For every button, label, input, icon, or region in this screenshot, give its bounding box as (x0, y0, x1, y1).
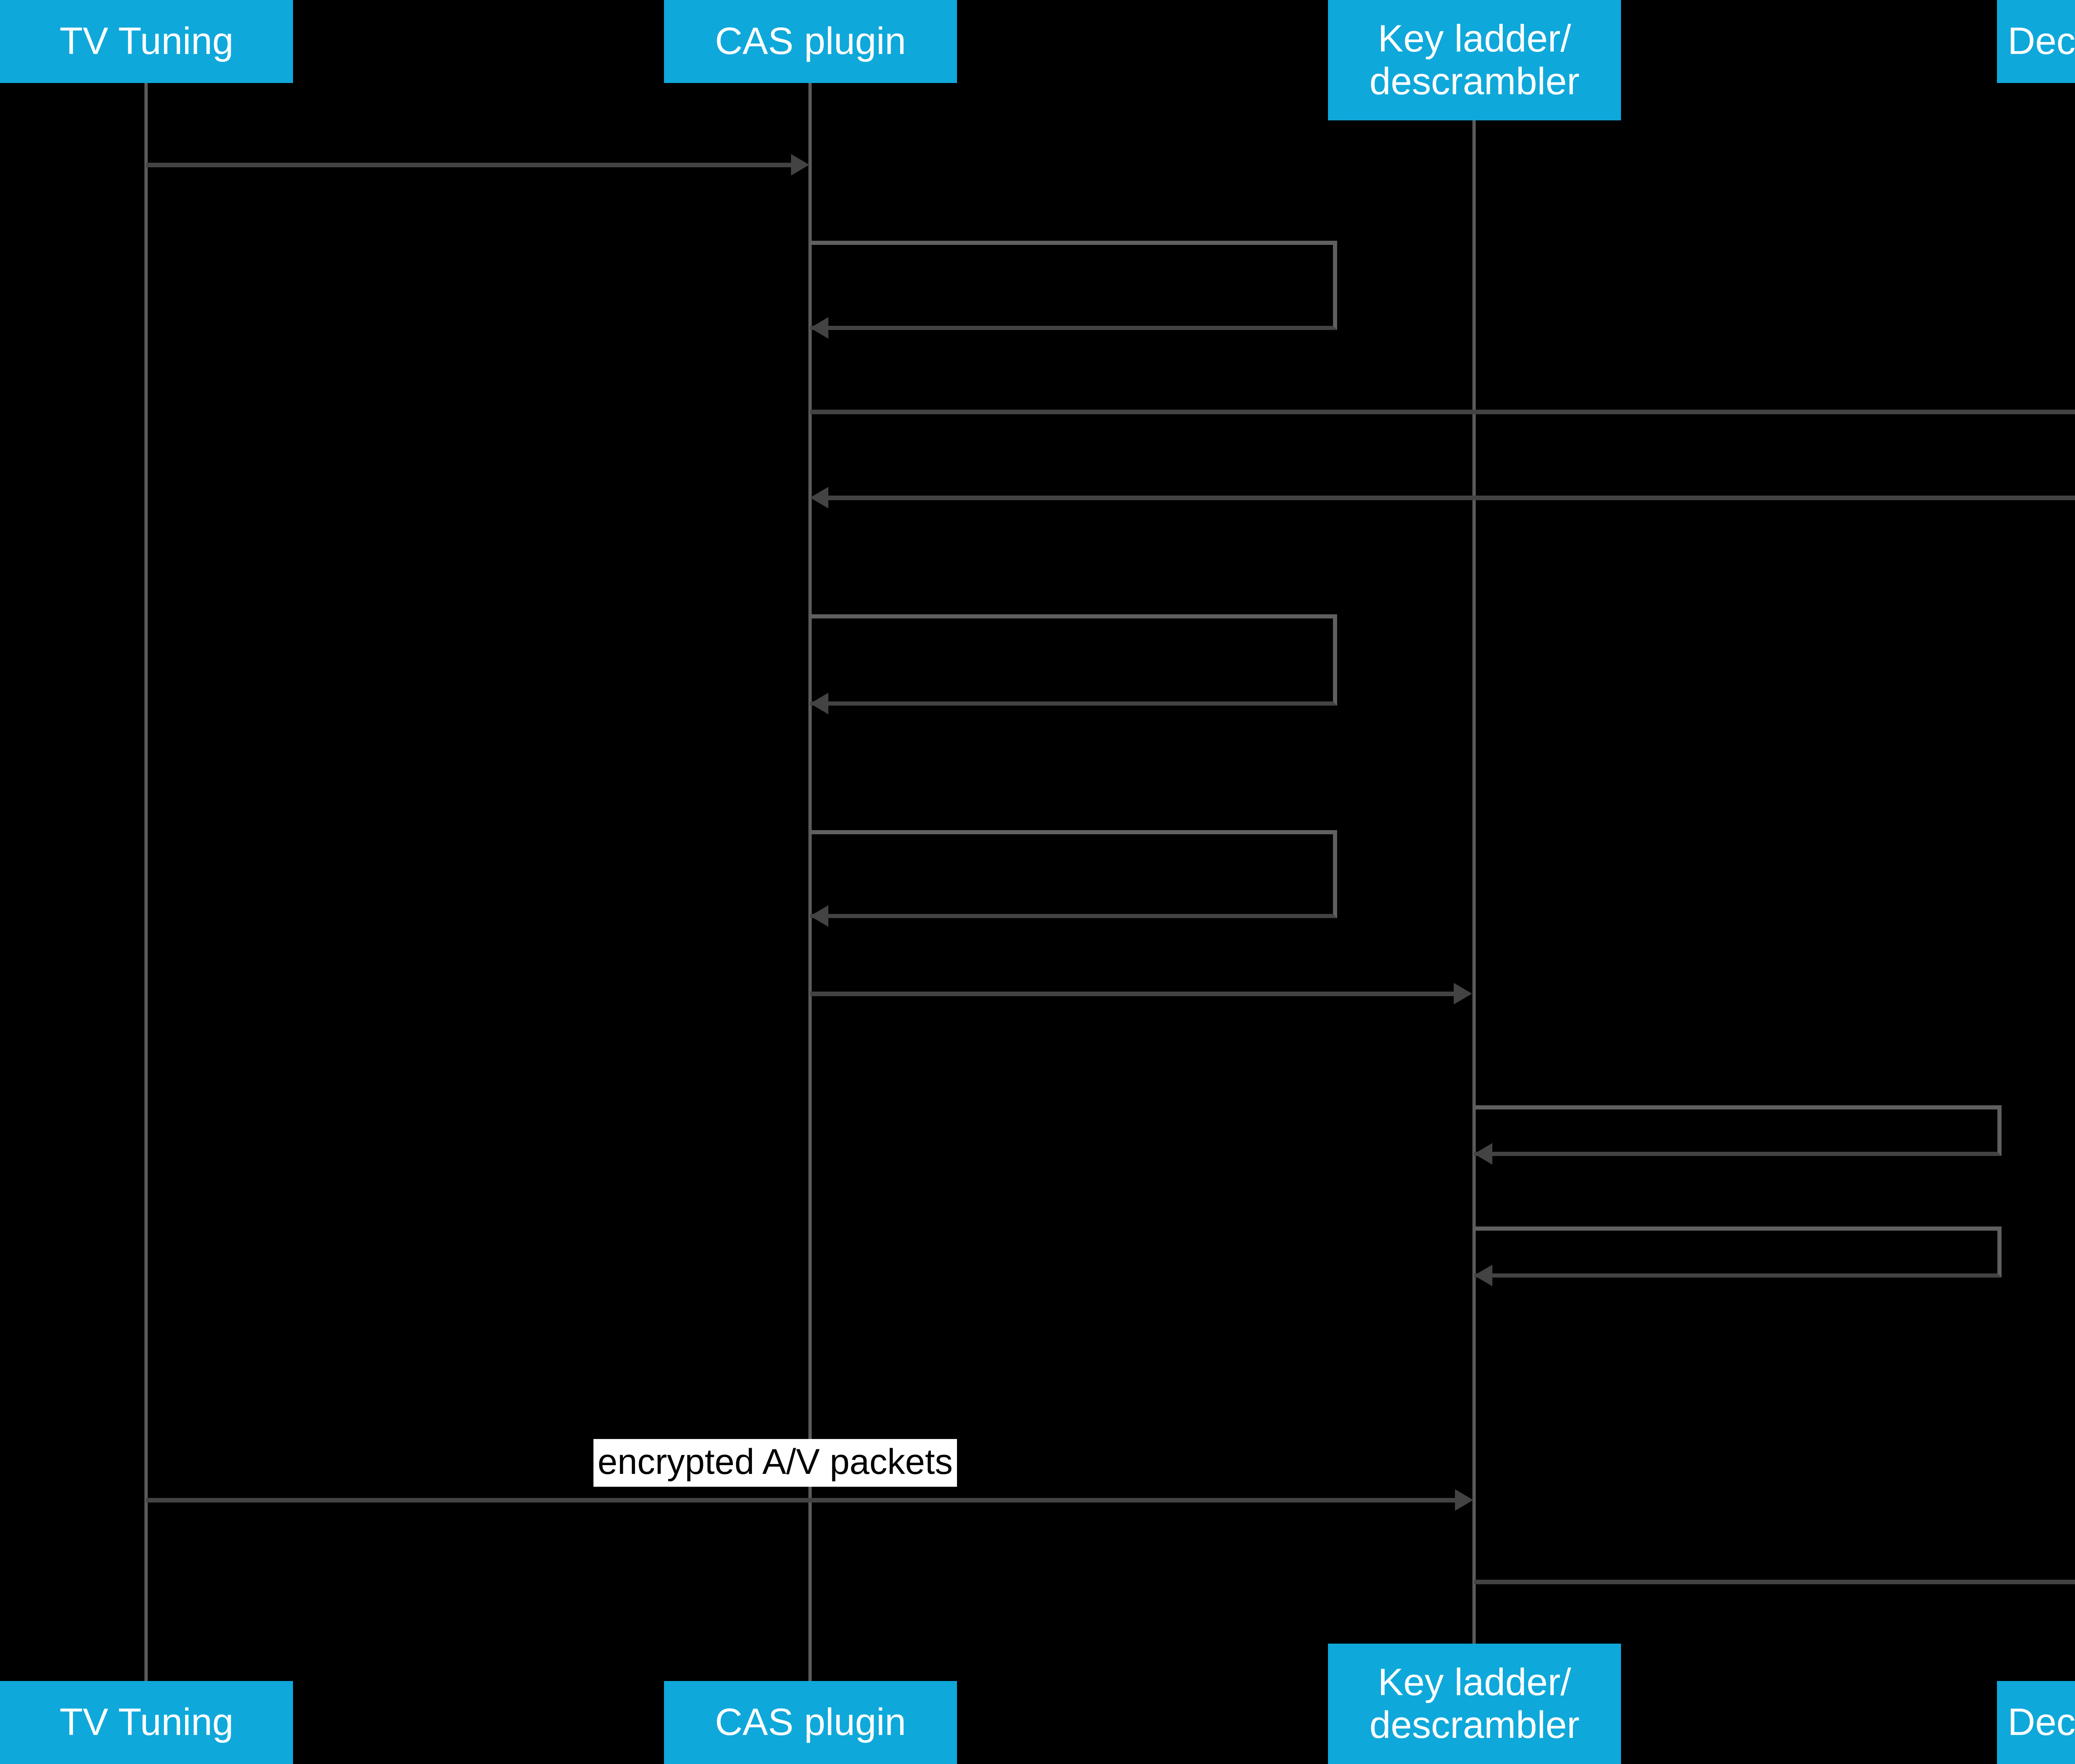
selfloop-box-2 (810, 241, 1337, 330)
lifeline-cas-plugin (808, 83, 812, 1685)
participant-header-tv-tuning[interactable]: TV Tuning (0, 0, 293, 83)
selfloop-box-8 (1474, 1105, 2002, 1156)
lifeline-key-ladder (1472, 120, 1476, 1644)
message-line-10 (146, 1498, 1457, 1503)
selfloop-box-5 (810, 614, 1337, 706)
arrowhead-right-1 (791, 154, 809, 176)
message-line-1 (146, 163, 793, 167)
arrowhead-left-5 (810, 693, 828, 714)
participant-header-decode-display[interactable]: Decode, display (1997, 0, 2075, 83)
participant-footer-tv-tuning[interactable]: TV Tuning (0, 1681, 293, 1764)
arrowhead-left-2 (810, 317, 828, 339)
message-line-3 (810, 410, 2075, 414)
arrowhead-left-6 (810, 905, 828, 927)
arrowhead-left-4 (810, 487, 828, 508)
message-line-7 (810, 992, 1455, 996)
participant-footer-key-ladder[interactable]: Key ladder/ descrambler (1328, 1644, 1621, 1764)
participant-header-key-ladder[interactable]: Key ladder/ descrambler (1328, 0, 1621, 120)
lifeline-tv-tuning (144, 83, 148, 1685)
selfloop-box-9 (1474, 1226, 2002, 1278)
selfloop-box-6 (810, 830, 1337, 918)
arrowhead-left-9 (1474, 1265, 1492, 1286)
arrowhead-left-8 (1474, 1143, 1492, 1165)
participant-footer-cas-plugin[interactable]: CAS plugin (664, 1681, 957, 1764)
arrowhead-right-7 (1454, 983, 1472, 1004)
participant-footer-decode-display[interactable]: Decode, display (1997, 1681, 2075, 1764)
message-label-encrypted-av-packets: encrypted A/V packets (593, 1439, 957, 1487)
arrowhead-right-10 (1455, 1489, 1473, 1511)
message-line-4 (828, 496, 2075, 500)
message-line-11 (1474, 1580, 2075, 1584)
participant-header-cas-plugin[interactable]: CAS plugin (664, 0, 957, 83)
